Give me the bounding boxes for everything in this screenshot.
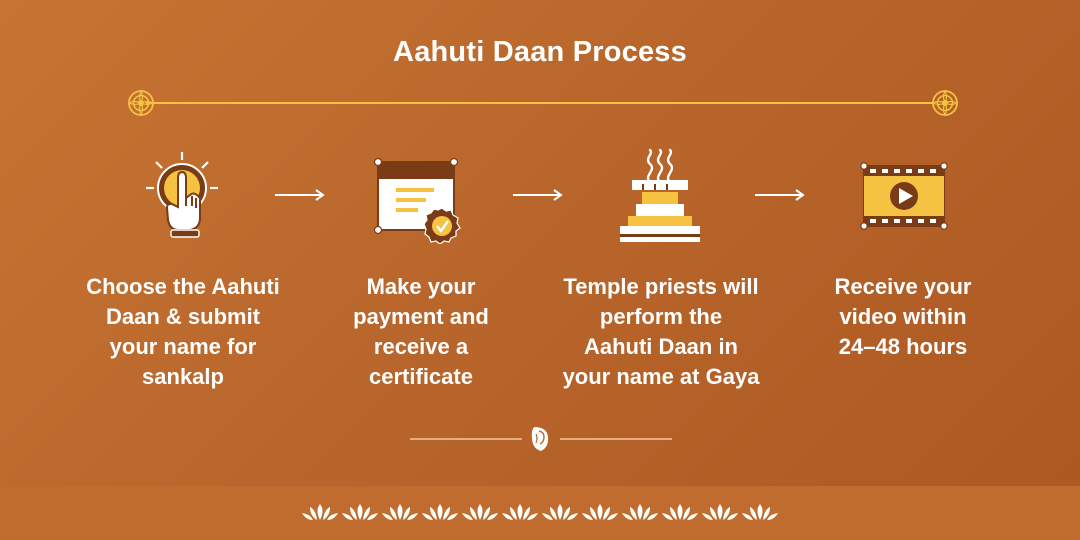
lotus-icon	[462, 504, 498, 520]
mandala-icon	[931, 89, 959, 117]
lotus-icon	[702, 504, 738, 520]
mandala-icon	[127, 89, 155, 117]
arrow-right-icon	[513, 189, 563, 201]
step-2-text: Make your payment and receive a certific…	[353, 274, 489, 389]
step-3-text: Temple priests will perform the Aahuti D…	[562, 274, 760, 389]
lotus-icon	[342, 504, 378, 520]
tap-icon	[146, 152, 218, 238]
lotus-icon	[662, 504, 698, 520]
lotus-icon	[622, 504, 658, 520]
lotus-icon	[302, 504, 338, 520]
conch-icon	[531, 427, 549, 451]
video-icon	[860, 162, 948, 230]
arrow-right-icon	[275, 189, 325, 201]
lotus-border	[302, 504, 778, 520]
lotus-icon	[742, 504, 778, 520]
fire-altar-icon	[620, 148, 700, 242]
lotus-icon	[382, 504, 418, 520]
top-divider-line	[146, 102, 934, 104]
certificate-icon	[373, 157, 461, 244]
conch-divider	[410, 427, 672, 451]
page-title: Aahuti Daan Process	[393, 36, 687, 68]
lotus-icon	[422, 504, 458, 520]
lotus-icon	[542, 504, 578, 520]
step-4-text: Receive your video within 24–48 hours	[834, 274, 972, 359]
arrow-right-icon	[755, 189, 805, 201]
step-1-text: Choose the Aahuti Daan & submit your nam…	[86, 274, 280, 389]
lotus-icon	[582, 504, 618, 520]
lotus-icon	[502, 504, 538, 520]
